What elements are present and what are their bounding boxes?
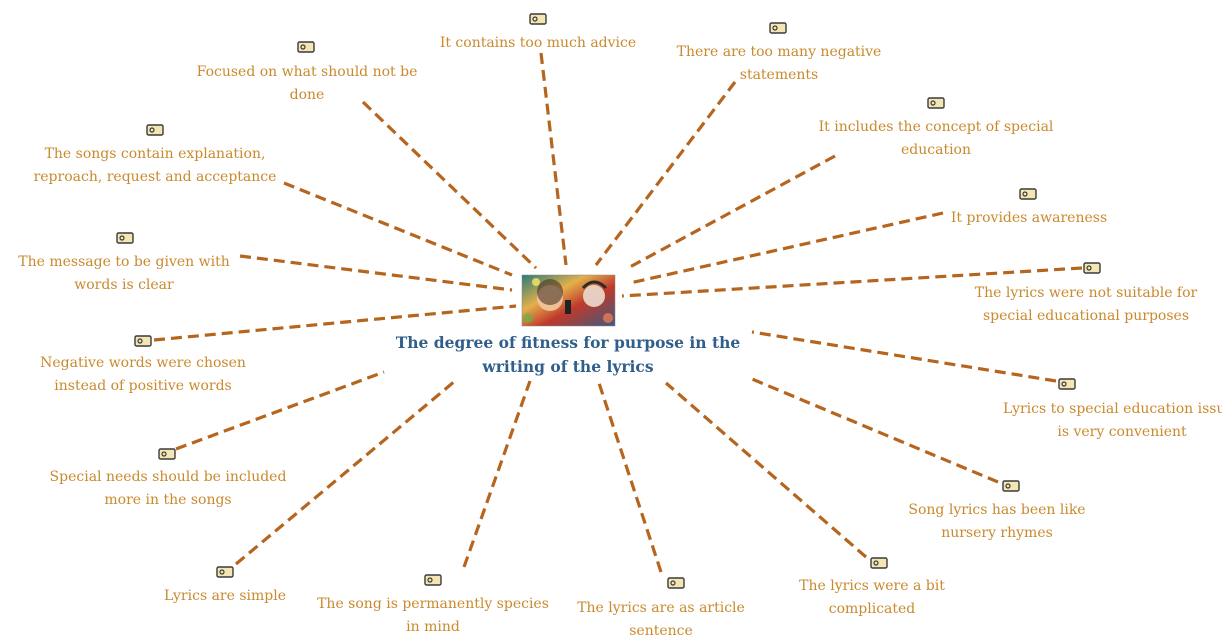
node-label: is very convenient: [1057, 424, 1187, 440]
node-very-convenient[interactable]: Lyrics to special education issues is ver…: [1003, 378, 1222, 440]
connector-negative-statements: [594, 81, 737, 266]
node-label: Lyrics to special education issues: [1003, 401, 1222, 417]
node-nursery-rhymes[interactable]: Song lyrics has been like nursery rhymes: [908, 480, 1086, 541]
connector-special-education-concept: [627, 154, 836, 270]
tag-icon: [870, 557, 888, 569]
tag-icon: [116, 232, 134, 244]
tag-icon: [424, 574, 442, 586]
node-label: special educational purposes: [983, 308, 1189, 324]
center-title-line: writing of the lyrics: [481, 357, 653, 376]
node-label: nursery rhymes: [941, 525, 1053, 541]
node-label: It contains too much advice: [440, 35, 636, 51]
tag-icon: [297, 41, 315, 53]
node-label: It includes the concept of special: [819, 119, 1054, 135]
center-title-line: The degree of fitness for purpose in the: [396, 333, 741, 352]
tag-icon: [158, 448, 176, 460]
node-negative-words[interactable]: Negative words were chosen instead of pos…: [40, 335, 246, 394]
node-not-suitable[interactable]: The lyrics were not suitable for special …: [975, 262, 1198, 324]
node-label: done: [290, 87, 325, 103]
node-label: reproach, request and acceptance: [34, 169, 277, 185]
connector-should-not-be-done: [361, 100, 538, 270]
connector-nursery-rhymes: [751, 377, 999, 484]
node-label: The songs contain explanation,: [45, 146, 266, 162]
node-label: sentence: [629, 623, 693, 635]
node-label: Negative words were chosen: [40, 355, 246, 371]
tag-icon: [769, 22, 787, 34]
tag-icon: [1058, 378, 1076, 390]
node-bit-complicated[interactable]: The lyrics were a bit complicated: [799, 557, 945, 617]
node-message-clear[interactable]: The message to be given with words is cle…: [18, 232, 230, 293]
tag-icon: [146, 124, 164, 136]
node-label: The lyrics were a bit: [799, 578, 945, 594]
node-label: The lyrics were not suitable for: [975, 285, 1198, 301]
node-label: in mind: [406, 619, 460, 635]
connector-message-clear: [239, 254, 513, 292]
connector-species-in-mind: [462, 380, 532, 568]
node-label: Song lyrics has been like: [908, 502, 1085, 518]
connector-special-needs: [175, 370, 385, 451]
connector-bit-complicated: [664, 381, 868, 559]
tag-icon: [216, 566, 234, 578]
node-special-needs[interactable]: Special needs should be included more in …: [50, 448, 287, 508]
node-article-sentence[interactable]: The lyrics are as article sentence: [577, 577, 745, 635]
node-awareness[interactable]: It provides awareness: [951, 188, 1107, 226]
center-image: [521, 274, 616, 327]
center-title: The degree of fitness for purpose in the…: [396, 333, 741, 376]
tag-icon: [667, 577, 685, 589]
tag-icon: [1019, 188, 1037, 200]
node-label: education: [901, 142, 971, 158]
node-label: It provides awareness: [951, 210, 1107, 226]
connector-not-suitable: [621, 266, 1083, 298]
node-species-in-mind[interactable]: The song is permanently species in mind: [317, 574, 549, 635]
node-label: statements: [740, 67, 818, 83]
node-label: Focused on what should not be: [197, 64, 418, 80]
connector-too-much-advice: [539, 52, 568, 266]
node-label: instead of positive words: [54, 378, 231, 394]
tag-icon: [927, 97, 945, 109]
node-label: The song is permanently species: [317, 596, 549, 612]
node-special-education-concept[interactable]: It includes the concept of special educat…: [819, 97, 1054, 158]
tag-icon: [134, 335, 152, 347]
node-label: Special needs should be included: [50, 469, 287, 485]
tag-icon: [529, 13, 547, 25]
connector-explanation-reproach: [283, 181, 513, 277]
node-label: The lyrics are as article: [577, 600, 745, 616]
node-explanation-reproach[interactable]: The songs contain explanation, reproach, …: [34, 124, 277, 185]
connector-lyrics-simple: [234, 379, 457, 566]
connector-awareness: [629, 211, 944, 285]
connectors: [153, 52, 1083, 573]
connector-article-sentence: [596, 379, 663, 573]
tag-icon: [1002, 480, 1020, 492]
tag-icon: [1083, 262, 1101, 274]
node-label: The message to be given with: [18, 254, 229, 270]
connector-negative-words: [153, 304, 517, 342]
node-label: There are too many negative: [677, 44, 882, 60]
node-negative-statements[interactable]: There are too many negative statements: [677, 22, 882, 83]
node-lyrics-simple[interactable]: Lyrics are simple: [164, 566, 286, 604]
node-label: words is clear: [74, 277, 174, 293]
connector-very-convenient: [751, 330, 1057, 383]
node-label: complicated: [829, 601, 916, 617]
node-too-much-advice[interactable]: It contains too much advice: [440, 13, 636, 51]
node-should-not-be-done[interactable]: Focused on what should not be done: [197, 41, 418, 103]
node-label: more in the songs: [104, 492, 231, 508]
node-label: Lyrics are simple: [164, 588, 286, 604]
